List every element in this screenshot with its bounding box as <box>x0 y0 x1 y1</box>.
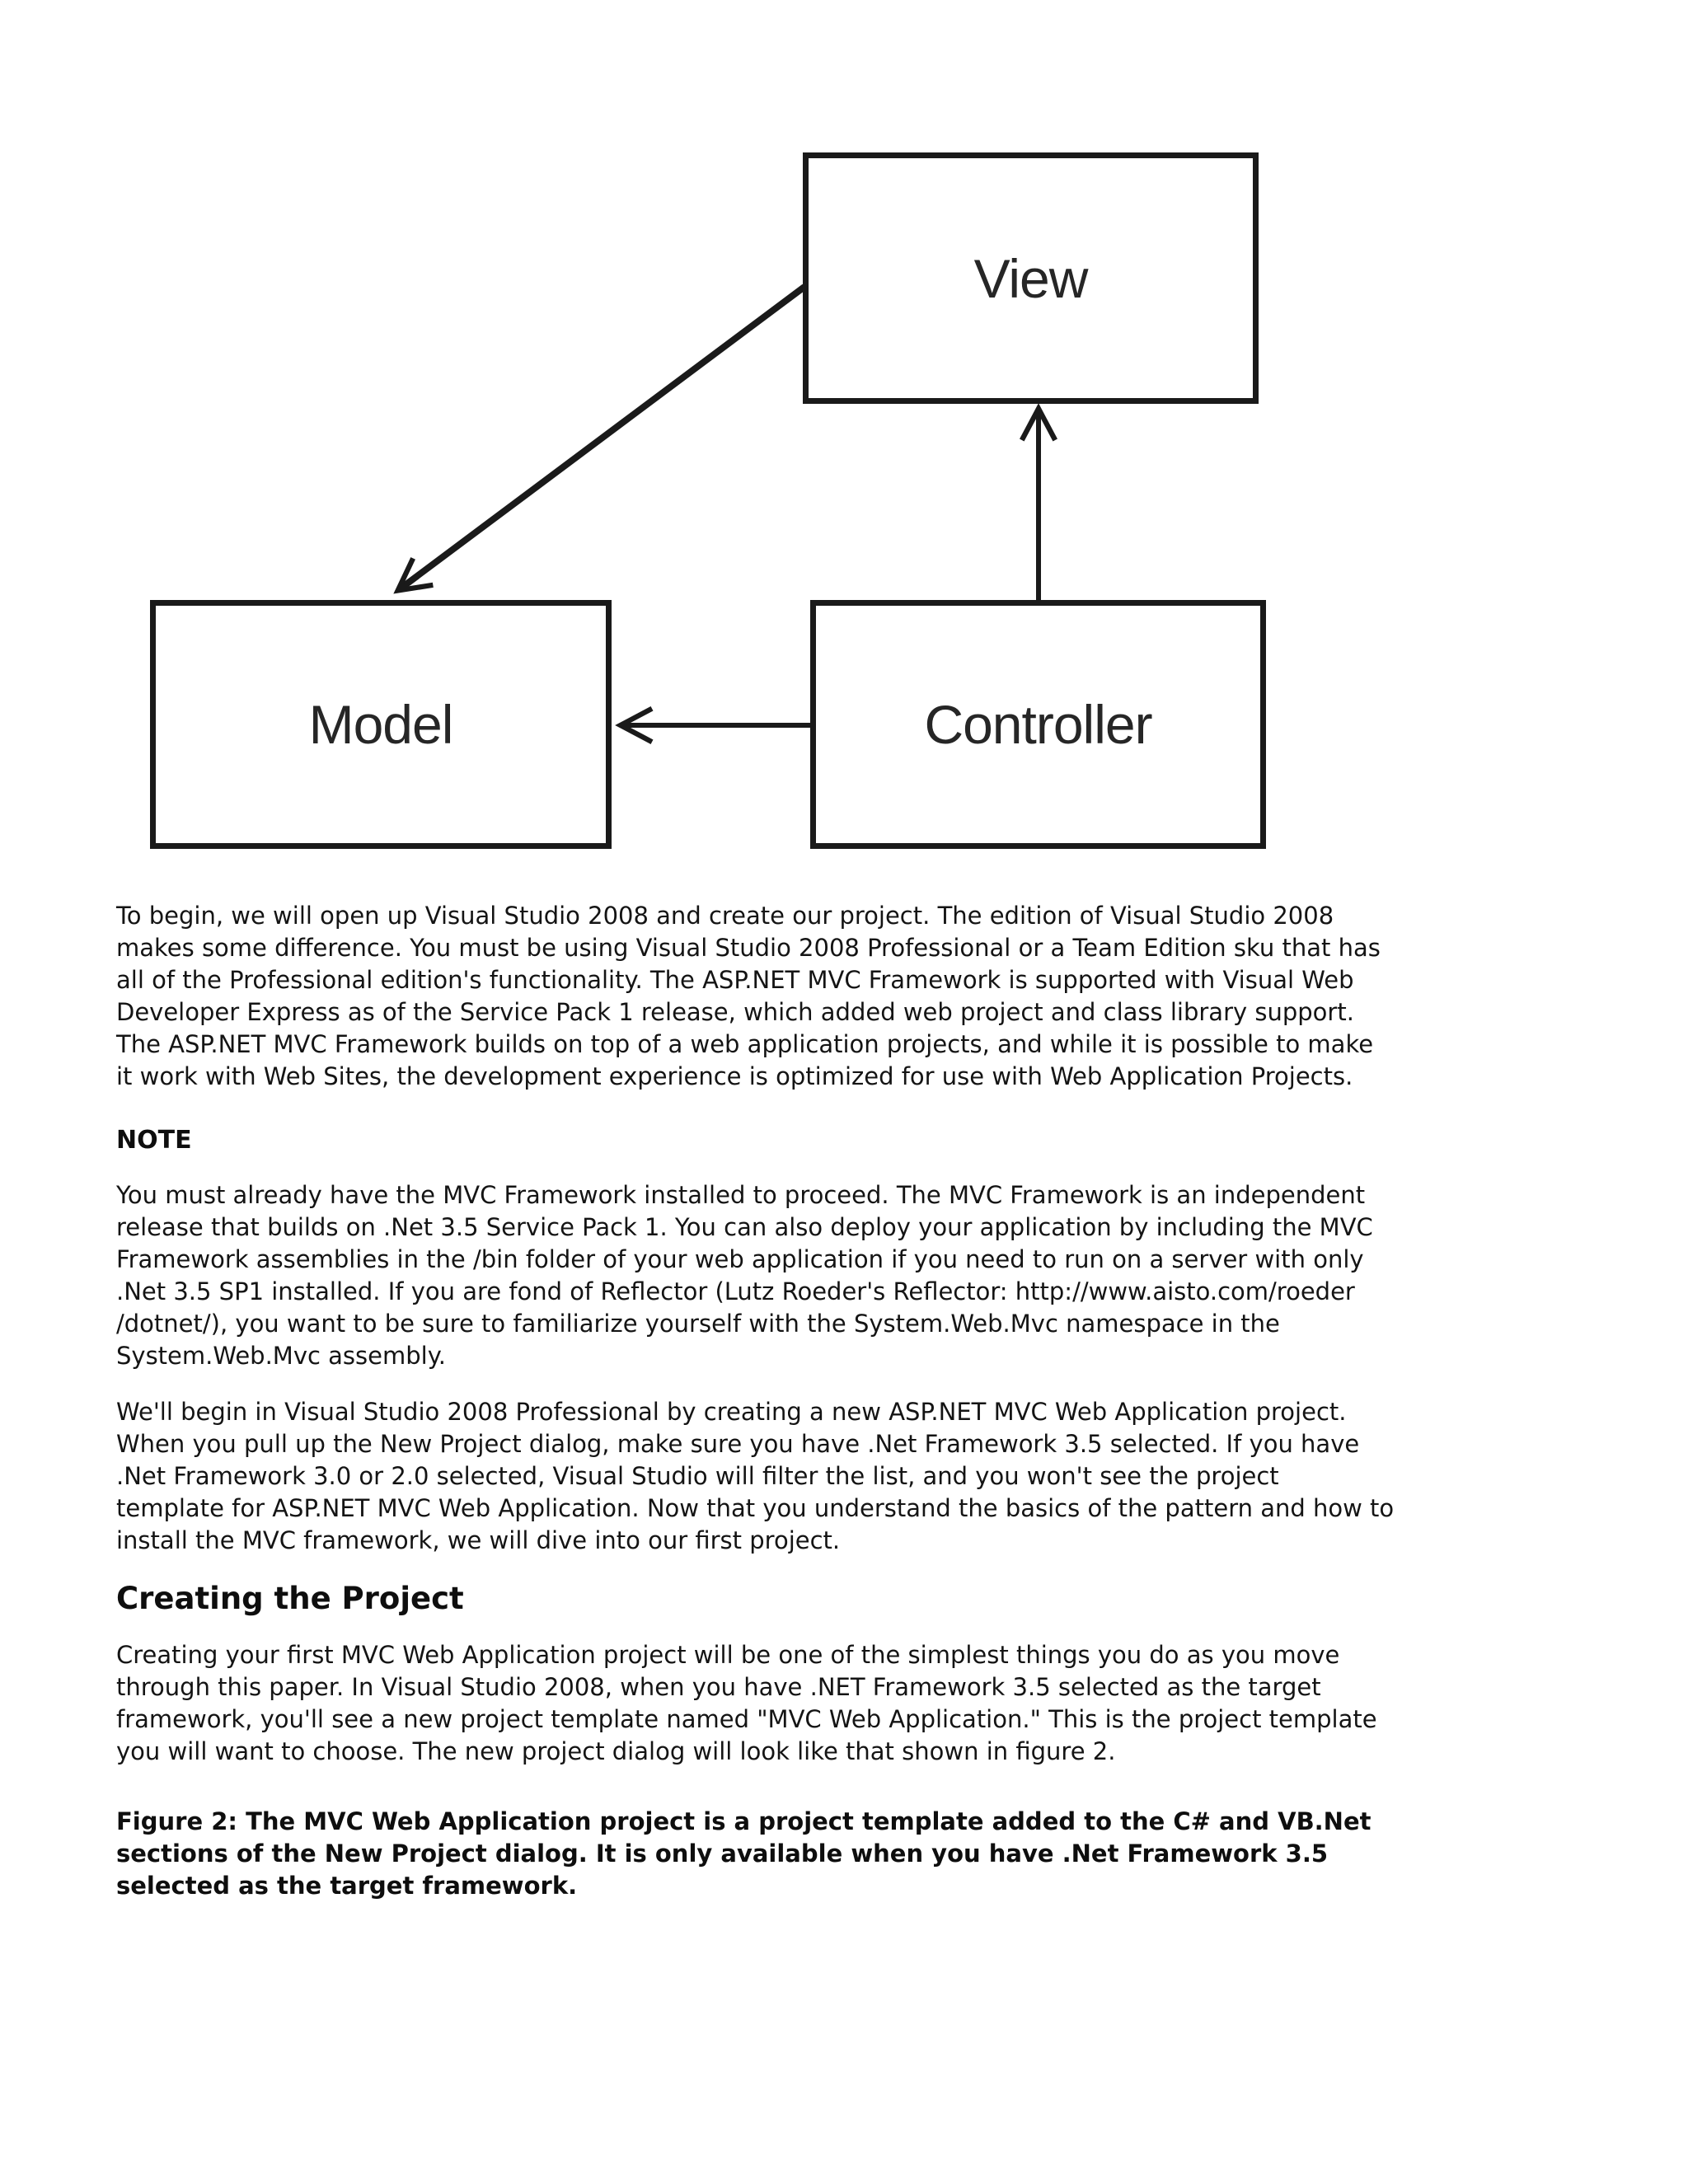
figure-caption: Figure 2: The MVC Web Application projec… <box>116 1807 1372 1900</box>
model-box-label: Model <box>308 694 454 755</box>
arrow-view-to-model <box>393 284 807 594</box>
begin-paragraph: We'll begin in Visual Studio 2008 Profes… <box>116 1398 1395 1554</box>
model-box: Model <box>150 600 612 849</box>
section-heading: Creating the Project <box>116 1581 464 1616</box>
article: To begin, we will open up Visual Studio … <box>116 900 1625 1902</box>
controller-box: Controller <box>810 600 1266 849</box>
controller-box-label: Controller <box>924 694 1152 755</box>
view-box-label: View <box>973 247 1089 309</box>
creating-paragraph: Creating your first MVC Web Application … <box>116 1641 1377 1765</box>
intro-paragraph: To begin, we will open up Visual Studio … <box>116 902 1381 1090</box>
view-box: View <box>803 152 1259 404</box>
mvc-pattern-diagram: View Model Controller <box>0 0 1688 890</box>
note-paragraph: You must already have the MVC Framework … <box>116 1181 1373 1370</box>
note-heading: NOTE <box>116 1126 192 1155</box>
diagram-arrows <box>393 284 1057 744</box>
